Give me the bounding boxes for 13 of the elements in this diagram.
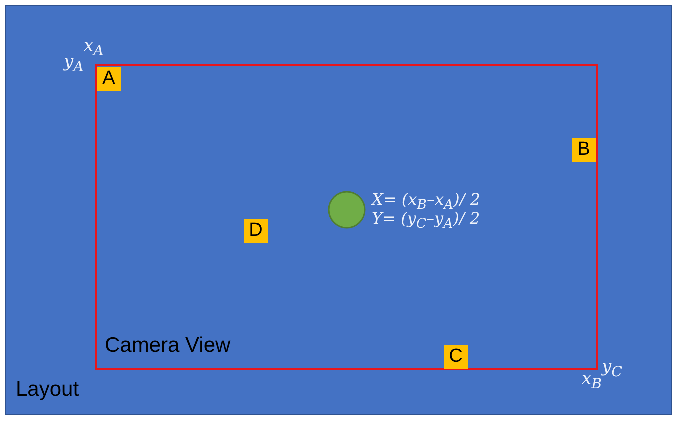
camera-view-label: Camera View (105, 334, 231, 358)
coordinate-label: x$_{A}$ (84, 37, 104, 60)
coordinate-label: x$_{B}$ (582, 370, 602, 394)
point-label: D (244, 219, 268, 243)
point-label: B (572, 138, 596, 162)
point-label: A (97, 67, 121, 91)
camera-view-frame (95, 64, 598, 370)
point-label: C (444, 345, 468, 369)
layout-label: Layout (16, 378, 80, 402)
coordinate-label: y$_{A}$ (64, 53, 84, 76)
layout-background (5, 5, 672, 415)
circle-marker (328, 191, 366, 229)
coordinate-label: y$_{C}$ (602, 358, 622, 380)
